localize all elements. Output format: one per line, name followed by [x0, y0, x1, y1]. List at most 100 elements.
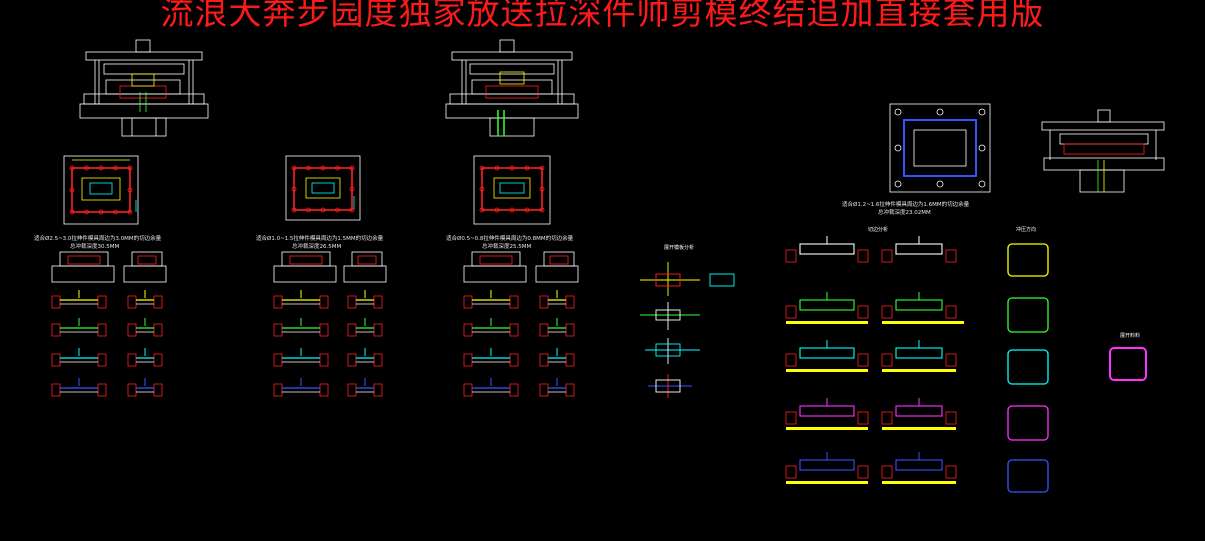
bolt-hole: [539, 207, 545, 213]
bolt-hole: [349, 186, 355, 192]
slider-sketch: [463, 265, 527, 283]
bolt-hole: [349, 165, 355, 171]
die-block: [347, 383, 357, 397]
die-block: [153, 353, 163, 367]
die-block: [273, 295, 283, 309]
group1-caption-line2: 总冲裁深度30.5MM: [70, 244, 120, 250]
group4-caption-line2: 总冲裁深度23.02MM: [878, 210, 931, 216]
bolt-hole: [69, 209, 75, 215]
die-block: [319, 323, 329, 337]
page-title: 流浪大奔步园度独家放送拉深件帅剪模终结追加直接套用版: [160, 0, 1045, 32]
bolt-hole: [978, 108, 986, 116]
trim-die-block: [945, 305, 957, 319]
die-block: [509, 383, 519, 397]
bolt-hole: [98, 209, 104, 215]
die-block: [347, 295, 357, 309]
bolt-hole: [291, 207, 297, 213]
die-block: [273, 383, 283, 397]
press-direction-heading: 冲压方向: [1016, 227, 1037, 233]
die-block: [463, 323, 473, 337]
trim-die-block: [785, 411, 797, 425]
slider-sketch: [67, 255, 101, 265]
bolt-hole: [127, 165, 133, 171]
die-block: [319, 295, 329, 309]
bottom-plate: [882, 321, 964, 324]
bolt-hole: [349, 207, 355, 213]
die-block: [273, 353, 283, 367]
trim-punch: [799, 243, 855, 255]
slider-sketch: [51, 265, 115, 283]
trim-die-block: [785, 465, 797, 479]
die-block: [97, 323, 107, 337]
die-block: [273, 323, 283, 337]
trim-punch: [895, 299, 943, 311]
die-block: [509, 323, 519, 337]
bolt-hole: [894, 108, 902, 116]
die-block: [97, 383, 107, 397]
bolt-hole: [291, 186, 297, 192]
die-block: [153, 323, 163, 337]
slider-sketch: [357, 255, 377, 265]
die-plate-top-view-4: [889, 103, 991, 193]
bolt-hole: [494, 207, 500, 213]
die-block: [539, 383, 549, 397]
slider-sketch: [273, 265, 337, 283]
bottom-plate: [786, 369, 868, 372]
die-block: [565, 353, 575, 367]
trim-die-block: [881, 353, 893, 367]
trim-punch: [895, 405, 943, 417]
slider-sketch: [289, 255, 323, 265]
die-block: [319, 383, 329, 397]
die-block: [539, 353, 549, 367]
bolt-hole: [978, 180, 986, 188]
bolt-hole: [978, 144, 986, 152]
bolt-hole: [936, 108, 944, 116]
die-block: [463, 383, 473, 397]
trim-die-block: [857, 465, 869, 479]
die-block: [463, 353, 473, 367]
bolt-hole: [936, 180, 944, 188]
die-assembly-front-view-2: [445, 39, 579, 137]
bolt-hole: [509, 207, 515, 213]
die-block: [565, 323, 575, 337]
bottom-plate: [786, 321, 868, 324]
die-block: [51, 383, 61, 397]
bottom-plate: [786, 481, 868, 484]
bolt-hole: [524, 207, 530, 213]
die-block: [373, 353, 383, 367]
trim-die-block: [881, 305, 893, 319]
trim-die-block: [881, 465, 893, 479]
die-block: [565, 295, 575, 309]
strip-section-views: [51, 251, 579, 397]
die-block: [153, 383, 163, 397]
blank-analysis-column: [640, 262, 735, 398]
slider-sketch: [123, 265, 167, 283]
trim-die-block: [785, 249, 797, 263]
bolt-hole: [335, 165, 340, 171]
bottom-plate: [786, 427, 868, 430]
bottom-plate: [882, 369, 956, 372]
blank-analysis-label: 展开模板分析: [664, 245, 695, 251]
bolt-hole: [69, 165, 75, 171]
die-block: [51, 295, 61, 309]
trim-die-block: [945, 249, 957, 263]
bolt-hole: [84, 165, 89, 171]
bolt-hole: [306, 207, 311, 213]
trim-die-block: [945, 411, 957, 425]
trim-punch: [799, 299, 855, 311]
slider-sketch: [535, 265, 579, 283]
blank-part-label: 展开料料: [1120, 333, 1141, 339]
bolt-hole: [69, 187, 75, 193]
trim-punch: [895, 347, 943, 359]
die-block: [97, 353, 107, 367]
trim-die-block: [945, 353, 957, 367]
group1-caption-line1: 适合Ø2.5~3.0拉伸件模具周边为3.0MM的切边余量: [34, 236, 162, 242]
die-block: [127, 323, 137, 337]
bolt-hole: [98, 165, 104, 171]
die-block: [153, 295, 163, 309]
trim-punch: [799, 405, 855, 417]
die-plate-top-view-1: [63, 155, 139, 225]
trim-die-block: [881, 249, 893, 263]
trim-die-block: [881, 411, 893, 425]
bolt-hole: [479, 165, 485, 171]
